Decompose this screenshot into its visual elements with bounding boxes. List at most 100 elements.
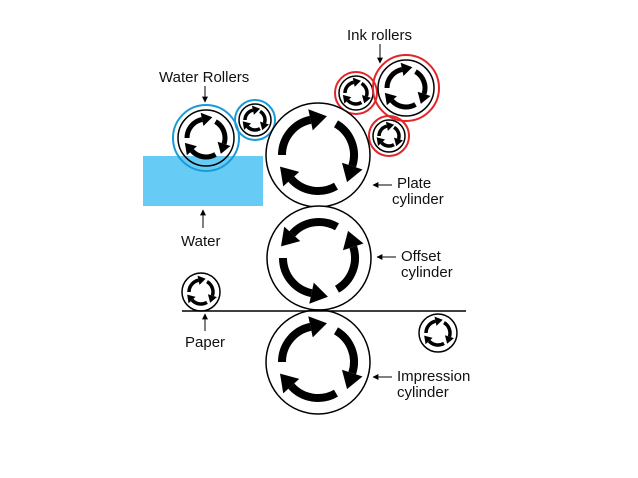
paper-feed-roller-right-arrowhead: [444, 335, 454, 344]
paper-feed-roller-right-arrowhead: [424, 335, 433, 345]
ink-roller-left-arrow-arc: [343, 80, 355, 94]
water-roller-small-ring: [234, 99, 276, 141]
water-tray: [143, 156, 263, 206]
ink-roller-lower-arrow-arc: [380, 141, 395, 148]
paper-feed-roller-left-arrow-arc: [190, 298, 208, 306]
water-roller-small: [234, 99, 276, 141]
paper-feed-roller-left-arrow-arc: [187, 278, 200, 293]
plate-cylinder-label-line1: Plate: [397, 175, 431, 192]
offset-cylinder-arrow-arc: [279, 257, 313, 298]
offset-cylinder-rotation-arrows: [279, 218, 364, 304]
ink-roller-large-arrow-arc: [390, 98, 417, 110]
plate-cylinder-arrow-arc: [288, 176, 338, 195]
ink-roller-lower-rotation-arrows: [376, 121, 403, 148]
water-roller-small-rotation-arrows: [242, 105, 269, 132]
ink-roller-left: [334, 71, 378, 115]
ink-roller-large-body: [377, 59, 435, 117]
plate-cylinder-rotation-arrows: [278, 109, 363, 195]
ink-roller-left-rotation-arrows: [342, 77, 371, 106]
ink-roller-lower-body: [372, 119, 406, 153]
paper-feed-roller-right-rotation-arrows: [424, 316, 454, 347]
ink-roller-lower: [368, 115, 410, 157]
paper-feed-roller-right-arrow-arc: [442, 321, 452, 338]
water-roller-large-ring: [172, 104, 240, 172]
water-roller-small-arrowhead: [251, 105, 261, 115]
water-roller-large-arrowhead: [184, 142, 197, 156]
ink-roller-left-arrowhead: [342, 94, 352, 104]
paper-feed-roller-right-arrow-arc: [424, 319, 437, 334]
ink-roller-large-arrow-arc: [414, 69, 428, 95]
offset-cylinder-arrowhead: [309, 282, 328, 304]
ink-roller-lower-ring: [368, 115, 410, 157]
offset-cylinder-arrowhead: [281, 226, 301, 247]
paper-label: Paper: [185, 334, 225, 351]
plate-cylinder-arrow-arc: [333, 120, 358, 168]
ink-roller-lower-arrowhead: [394, 137, 403, 147]
paper-feed-roller-right: [418, 313, 458, 353]
water-roller-small-arrowhead: [242, 121, 252, 130]
ink-roller-lower-arrow-arc: [392, 125, 401, 140]
offset-cylinder-arrowhead: [342, 230, 364, 251]
impression-cylinder-arrow-arc: [333, 327, 358, 375]
water-rollers-label: Water Rollers: [159, 69, 249, 86]
ink-roller-left-arrow-arc: [346, 99, 363, 106]
impression-cylinder-arrow-arc: [288, 383, 338, 402]
water-roller-small-arrow-arc: [243, 108, 254, 121]
water-roller-large-arrowhead: [217, 141, 231, 154]
paper-feed-roller-left-arrowhead: [207, 294, 217, 303]
impression-cylinder-arrowhead: [308, 316, 327, 338]
water-roller-small-arrowhead: [260, 121, 269, 131]
offset-cylinder: [266, 205, 372, 311]
paper-feed-roller-left-arrowhead: [187, 294, 196, 304]
paper-feed-roller-right-arrow-arc: [427, 339, 445, 347]
offset-cylinder-arrow-arc: [334, 245, 359, 293]
water-label: Water: [181, 233, 220, 250]
plate-cylinder-arrowhead: [280, 166, 300, 187]
water-roller-small-body: [238, 103, 272, 137]
plate-cylinder-arrow-arc: [278, 115, 312, 156]
paper-feed-roller-left-rotation-arrows: [187, 275, 217, 306]
ink-roller-large: [372, 54, 440, 122]
plate-cylinder: [265, 102, 371, 208]
ink-roller-left-arrowhead: [361, 94, 371, 104]
paper-feed-roller-left-arrow-arc: [205, 280, 215, 297]
water-roller-large-arrow-arc: [214, 119, 228, 145]
ink-roller-large-arrow-arc: [384, 66, 403, 89]
offset-cylinder-label-line2: cylinder: [401, 264, 453, 281]
ink-rollers-label: Ink rollers: [347, 27, 412, 44]
impression-cylinder-arrow-arc: [278, 322, 312, 363]
paper-feed-roller-right-arrowhead: [434, 316, 443, 326]
paper-feed-roller-left: [181, 272, 221, 312]
ink-roller-large-arrowhead: [400, 62, 413, 77]
ink-roller-lower-arrowhead: [385, 121, 395, 131]
impression-cylinder-label-line1: Impression: [397, 368, 470, 385]
ink-roller-left-arrowhead: [352, 77, 361, 87]
offset-cylinder-label-line1: Offset: [401, 248, 442, 265]
ink-roller-large-ring: [372, 54, 440, 122]
plate-cylinder-arrowhead: [308, 109, 327, 131]
impression-cylinder-arrowhead: [280, 373, 300, 394]
ink-roller-lower-arrow-arc: [377, 124, 388, 137]
ink-roller-large-rotation-arrows: [384, 62, 431, 110]
plate-cylinder-label-line2: cylinder: [392, 191, 444, 208]
ink-roller-left-ring: [334, 71, 378, 115]
plate-cylinder-arrowhead: [341, 162, 363, 183]
water-roller-small-arrow-arc: [246, 125, 261, 132]
ink-roller-large-arrowhead: [417, 91, 431, 104]
water-roller-large-arrow-arc: [190, 148, 217, 160]
offset-cylinder-arrow-arc: [289, 218, 339, 237]
ink-roller-left-arrow-arc: [360, 81, 369, 97]
label-pointers: [200, 44, 396, 380]
ink-roller-large-arrowhead: [384, 92, 397, 106]
water-roller-small-arrow-arc: [258, 109, 267, 124]
water-roller-large-arrowhead: [200, 112, 213, 127]
water-roller-large-rotation-arrows: [184, 112, 231, 160]
impression-cylinder: [265, 309, 371, 415]
water-roller-large-body: [177, 109, 235, 167]
impression-cylinder-arrowhead: [341, 369, 363, 390]
impression-cylinder-rotation-arrows: [278, 316, 363, 402]
impression-cylinder-label-line2: cylinder: [397, 384, 449, 401]
paper-feed-roller-left-arrowhead: [197, 275, 206, 285]
water-roller-large-arrow-arc: [184, 116, 203, 139]
